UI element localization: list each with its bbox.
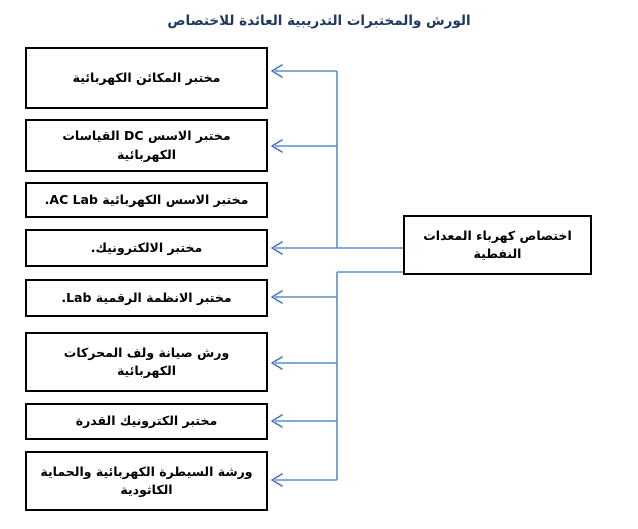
node-power-electronics-lab[interactable]: مختبر الكترونيك القدرة (25, 403, 268, 440)
node-electrical-control-cathodic-protection-workshop[interactable]: ورشة السيطرة الكهربائية والحماية الكاثود… (25, 451, 268, 511)
node-label: اختصاص كهرباء المعدات النفطية (423, 227, 572, 261)
node-electrical-machines-lab[interactable]: مختبر المكائن الكهربائية (25, 47, 268, 109)
node-label: ورشة السيطرة الكهربائية والحماية الكاثود… (40, 463, 253, 497)
node-label: ورش صيانة ولف المحركات الكهربائية (63, 344, 230, 378)
arrowhead-node-2-icon (271, 139, 283, 153)
node-label: مختبر الانظمة الرقمية Lab. (61, 289, 232, 305)
arrowhead-node-7-icon (271, 414, 283, 428)
diagram-title: الورش والمختبرات التدريبية العائدة للاخت… (167, 13, 471, 29)
arrowhead-node-5-icon (271, 290, 283, 304)
node-label: مختبر الاسس DC القياسات الكهربائية (62, 128, 231, 162)
node-ac-fundamentals-lab[interactable]: مختبر الاسس الكهربائية AC Lab. (25, 182, 268, 218)
node-electronics-lab[interactable]: مختبر الالكترونيك. (25, 229, 268, 267)
node-dc-fundamentals-measurements-lab[interactable]: مختبر الاسس DC القياسات الكهربائية (25, 119, 268, 172)
arrowhead-node-4-icon (271, 241, 283, 255)
node-label: مختبر الالكترونيك. (90, 239, 203, 255)
node-label: مختبر الكترونيك القدرة (75, 413, 218, 429)
node-digital-systems-lab[interactable]: مختبر الانظمة الرقمية Lab. (25, 279, 268, 317)
node-label: مختبر المكائن الكهربائية (72, 69, 221, 85)
arrowhead-node-6-icon (271, 356, 283, 370)
node-source-petroleum-equipment-electricity-specialty[interactable]: اختصاص كهرباء المعدات النفطية (403, 215, 592, 275)
node-label: مختبر الاسس الكهربائية AC Lab. (44, 191, 249, 207)
arrowhead-node-1-icon (271, 64, 283, 78)
node-motor-maintenance-rewinding-workshop[interactable]: ورش صيانة ولف المحركات الكهربائية (25, 332, 268, 392)
arrowhead-node-8-icon (271, 473, 283, 487)
